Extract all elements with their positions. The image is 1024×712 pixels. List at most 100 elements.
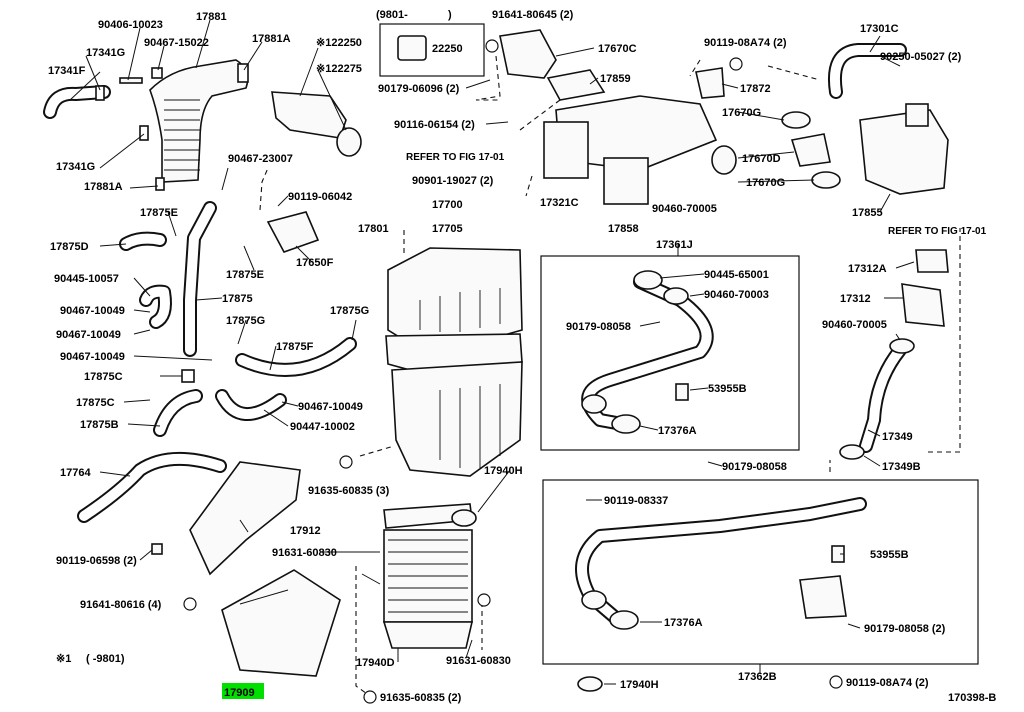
gasket-17859 [546, 69, 606, 101]
label-90467-10049-b: 90467-10049 [56, 329, 121, 341]
label-17875d: 17875D [50, 241, 89, 253]
label-17912: 17912 [290, 525, 321, 537]
label-90460-70005-right: 90460-70005 [822, 319, 887, 331]
air-cleaner-cap-17705 [387, 247, 523, 357]
bolt-90119-06598 [151, 543, 163, 555]
label-17875b: 17875B [80, 419, 119, 431]
label-90467-15022: 90467-15022 [144, 37, 209, 49]
label-90179-08058-2: 90179-08058 (2) [864, 623, 946, 635]
label-90467-10049-c: 90467-10049 [60, 351, 125, 363]
label-17700: 17700 [432, 199, 463, 211]
label-91631-60830-a: 91631-60830 [272, 547, 337, 559]
label-17312: 17312 [840, 293, 871, 305]
inset-box-22250 [379, 23, 485, 77]
label-90445-10057: 90445-10057 [54, 273, 119, 285]
label-90119-06598: 90119-06598 (2) [56, 555, 137, 567]
flange-17321c [543, 121, 589, 179]
clamp-17940h-a [451, 509, 477, 527]
label-17705: 17705 [432, 223, 463, 235]
label-90116-06154: 90116-06154 (2) [394, 119, 475, 131]
clamp-17940h-b [577, 676, 603, 692]
footnote-range: ( -9801) [86, 653, 125, 665]
clamp-17341g [95, 85, 105, 101]
part-labels: 90406-10023 17881 17341G 90467-15022 173… [48, 9, 996, 704]
label-17858: 17858 [608, 223, 639, 235]
elbow-17312 [901, 283, 945, 327]
label-91641-80616: 91641-80616 (4) [80, 599, 162, 611]
inset-header-left: (9801- [376, 9, 408, 21]
label-17875g-right: 17875G [330, 305, 369, 317]
clamp-17670g-upper [781, 111, 811, 129]
label-53955b-b: 53955B [870, 549, 909, 561]
duct-17912 [189, 461, 301, 576]
label-17855: 17855 [852, 207, 883, 219]
label-90119-08a74-bottom: 90119-08A74 (2) [846, 677, 929, 689]
corrugation-17881 [164, 99, 200, 171]
label-17670g-top: 17670G [722, 107, 761, 119]
label-90406-10023: 90406-10023 [98, 19, 163, 31]
label-17341g-bottom: 17341G [56, 161, 95, 173]
label-17881a-top: 17881A [252, 33, 291, 45]
label-22250-main: ※122250 [316, 37, 362, 49]
clamp-17341g-lower [139, 125, 149, 141]
label-17376a-a: 17376A [658, 425, 697, 437]
label-17341f: 17341F [48, 65, 86, 77]
gasket-22275 [336, 127, 362, 157]
label-17881: 17881 [196, 11, 227, 23]
duct-17909 [221, 569, 341, 677]
label-17670g-bottom: 17670G [746, 177, 785, 189]
refer-note-1: REFER TO FIG 17-01 [406, 152, 505, 163]
refer-note-2: REFER TO FIG 17-01 [888, 226, 987, 237]
gasket-17312a [915, 249, 949, 273]
leader-lines [69, 19, 915, 685]
label-17801: 17801 [358, 223, 389, 235]
label-90460-70005-top: 90460-70005 [652, 203, 717, 215]
clamp-90460-70005 [711, 145, 737, 175]
label-17321c: 17321C [540, 197, 579, 209]
clamp-17376a-a [581, 394, 607, 414]
label-90467-23007: 90467-23007 [228, 153, 293, 165]
label-90119-08337: 90119-08337 [604, 495, 668, 507]
label-17875g-mid: 17875G [226, 315, 265, 327]
label-17349: 17349 [882, 431, 913, 443]
label-91641-80645: 91641-80645 (2) [492, 9, 574, 21]
label-17362b: 17362B [738, 671, 777, 683]
clip-17875c [181, 369, 195, 383]
label-17670d: 17670D [742, 153, 781, 165]
hose-90445-65001 [633, 270, 663, 290]
label-90467-10049-a: 90467-10049 [60, 305, 125, 317]
hose-17376a-b [609, 610, 639, 630]
label-17875c-a: 17875C [84, 371, 123, 383]
bracket-90179 [799, 575, 847, 619]
flange-17301c [905, 103, 929, 127]
label-90250-05027: 90250-05027 (2) [880, 51, 962, 63]
label-90901-19027: 90901-19027 (2) [412, 175, 494, 187]
elbow-17855 [859, 109, 949, 195]
label-17940h-top: 17940H [484, 465, 523, 477]
sensor-53955b-a [675, 383, 689, 401]
label-22275: ※122275 [316, 63, 362, 75]
label-17361j: 17361J [656, 239, 693, 251]
bolt-markers [183, 39, 843, 704]
label-17670c: 17670C [598, 43, 637, 55]
label-17875: 17875 [222, 293, 253, 305]
valve-17650f [266, 211, 320, 253]
clamp-17881a-lower [155, 177, 165, 191]
cap-ribs [419, 288, 501, 332]
inset-box-17361j [540, 255, 800, 451]
airflow-meter-22250 [271, 91, 347, 139]
inset-header-right: ) [448, 9, 452, 21]
footnote-mark: ※1 [56, 653, 71, 665]
label-17875f: 17875F [276, 341, 314, 353]
label-90445-65001: 90445-65001 [704, 269, 769, 281]
label-17940d: 17940D [356, 657, 395, 669]
label-17872: 17872 [740, 83, 771, 95]
label-17764: 17764 [60, 467, 91, 479]
gasket-17858 [603, 157, 649, 205]
part-91641 [499, 29, 557, 79]
clamp-17670g-lower [811, 171, 841, 189]
label-90447-10002: 90447-10002 [290, 421, 355, 433]
label-17909: 17909 [224, 687, 255, 699]
label-90460-70003: 90460-70003 [704, 289, 769, 301]
label-17301c: 17301C [860, 23, 899, 35]
